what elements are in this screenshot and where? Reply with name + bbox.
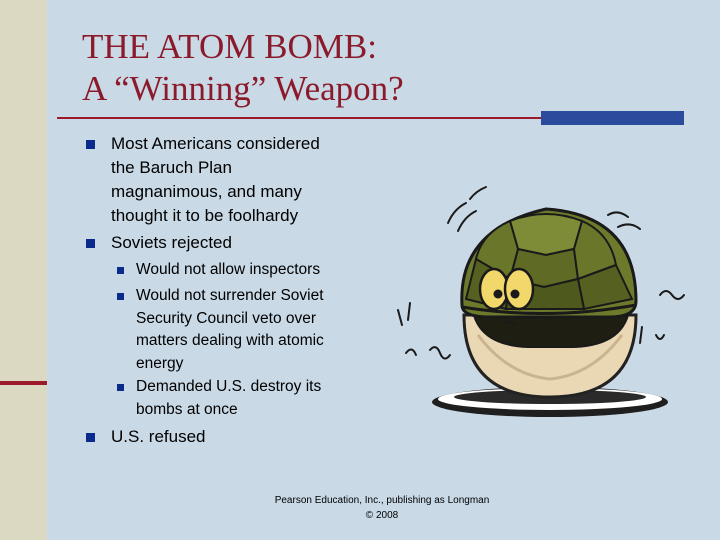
- title-line-2: A “Winning” Weapon?: [82, 69, 404, 108]
- left-decorative-band: [0, 0, 47, 540]
- title-underline-accent: [541, 111, 684, 125]
- turtle-eyes-icon: [478, 267, 535, 326]
- bullet-line: Most Americans considered: [111, 134, 320, 153]
- sub-bullet-line: Demanded U.S. destroy its: [136, 378, 322, 395]
- slide-footer: Pearson Education, Inc., publishing as L…: [262, 493, 502, 523]
- bullet-us-refused: U.S. refused: [86, 425, 206, 449]
- bullet-text: Soviets rejected: [111, 233, 232, 252]
- sub-bullet-line: Would not surrender Soviet: [136, 287, 324, 304]
- sub-bullet-text: Demanded U.S. destroy its bombs at once: [136, 376, 321, 421]
- sub-bullet-line: energy: [136, 354, 184, 372]
- square-bullet-icon: [86, 239, 95, 248]
- bullet-soviets-rejected: Soviets rejected: [86, 231, 232, 255]
- footer-publisher: Pearson Education, Inc., publishing as L…: [274, 495, 490, 506]
- bullet-line: the Baruch Plan: [111, 158, 232, 177]
- bullet-text: Most Americans considered the Baruch Pla…: [111, 132, 320, 228]
- sub-bullet-destroy-bombs: Demanded U.S. destroy its bombs at once: [117, 376, 321, 421]
- square-bullet-icon: [86, 140, 95, 149]
- square-bullet-icon: [117, 267, 124, 274]
- square-bullet-icon: [86, 433, 95, 442]
- sub-bullet-line: matters dealing with atomic: [136, 332, 324, 349]
- footer-copyright: © 2008: [365, 510, 399, 521]
- sub-bullet-text: Would not allow inspectors: [136, 261, 321, 278]
- bullet-most-americans: Most Americans considered the Baruch Pla…: [86, 132, 320, 228]
- sub-bullet-line: bombs at once: [136, 400, 238, 418]
- left-accent-line: [0, 381, 47, 385]
- sub-bullet-line: Security Council veto over: [136, 309, 317, 327]
- sub-bullet-inspectors: Would not allow inspectors: [117, 259, 320, 282]
- title-line-1: THE ATOM BOMB:: [82, 27, 377, 66]
- shake-lines-icon: [397, 186, 685, 360]
- bullet-text: U.S. refused: [111, 427, 206, 446]
- turtle-illustration: [397, 186, 685, 417]
- bullet-line: magnanimous, and many: [111, 182, 302, 201]
- title-underline: [57, 117, 684, 119]
- square-bullet-icon: [117, 384, 124, 391]
- square-bullet-icon: [117, 293, 124, 300]
- sub-bullet-text: Would not surrender Soviet Security Coun…: [136, 285, 324, 375]
- bullet-line: thought it to be foolhardy: [111, 206, 299, 225]
- sub-bullet-veto: Would not surrender Soviet Security Coun…: [117, 285, 324, 375]
- slide-title: THE ATOM BOMB: A “Winning” Weapon?: [82, 26, 404, 110]
